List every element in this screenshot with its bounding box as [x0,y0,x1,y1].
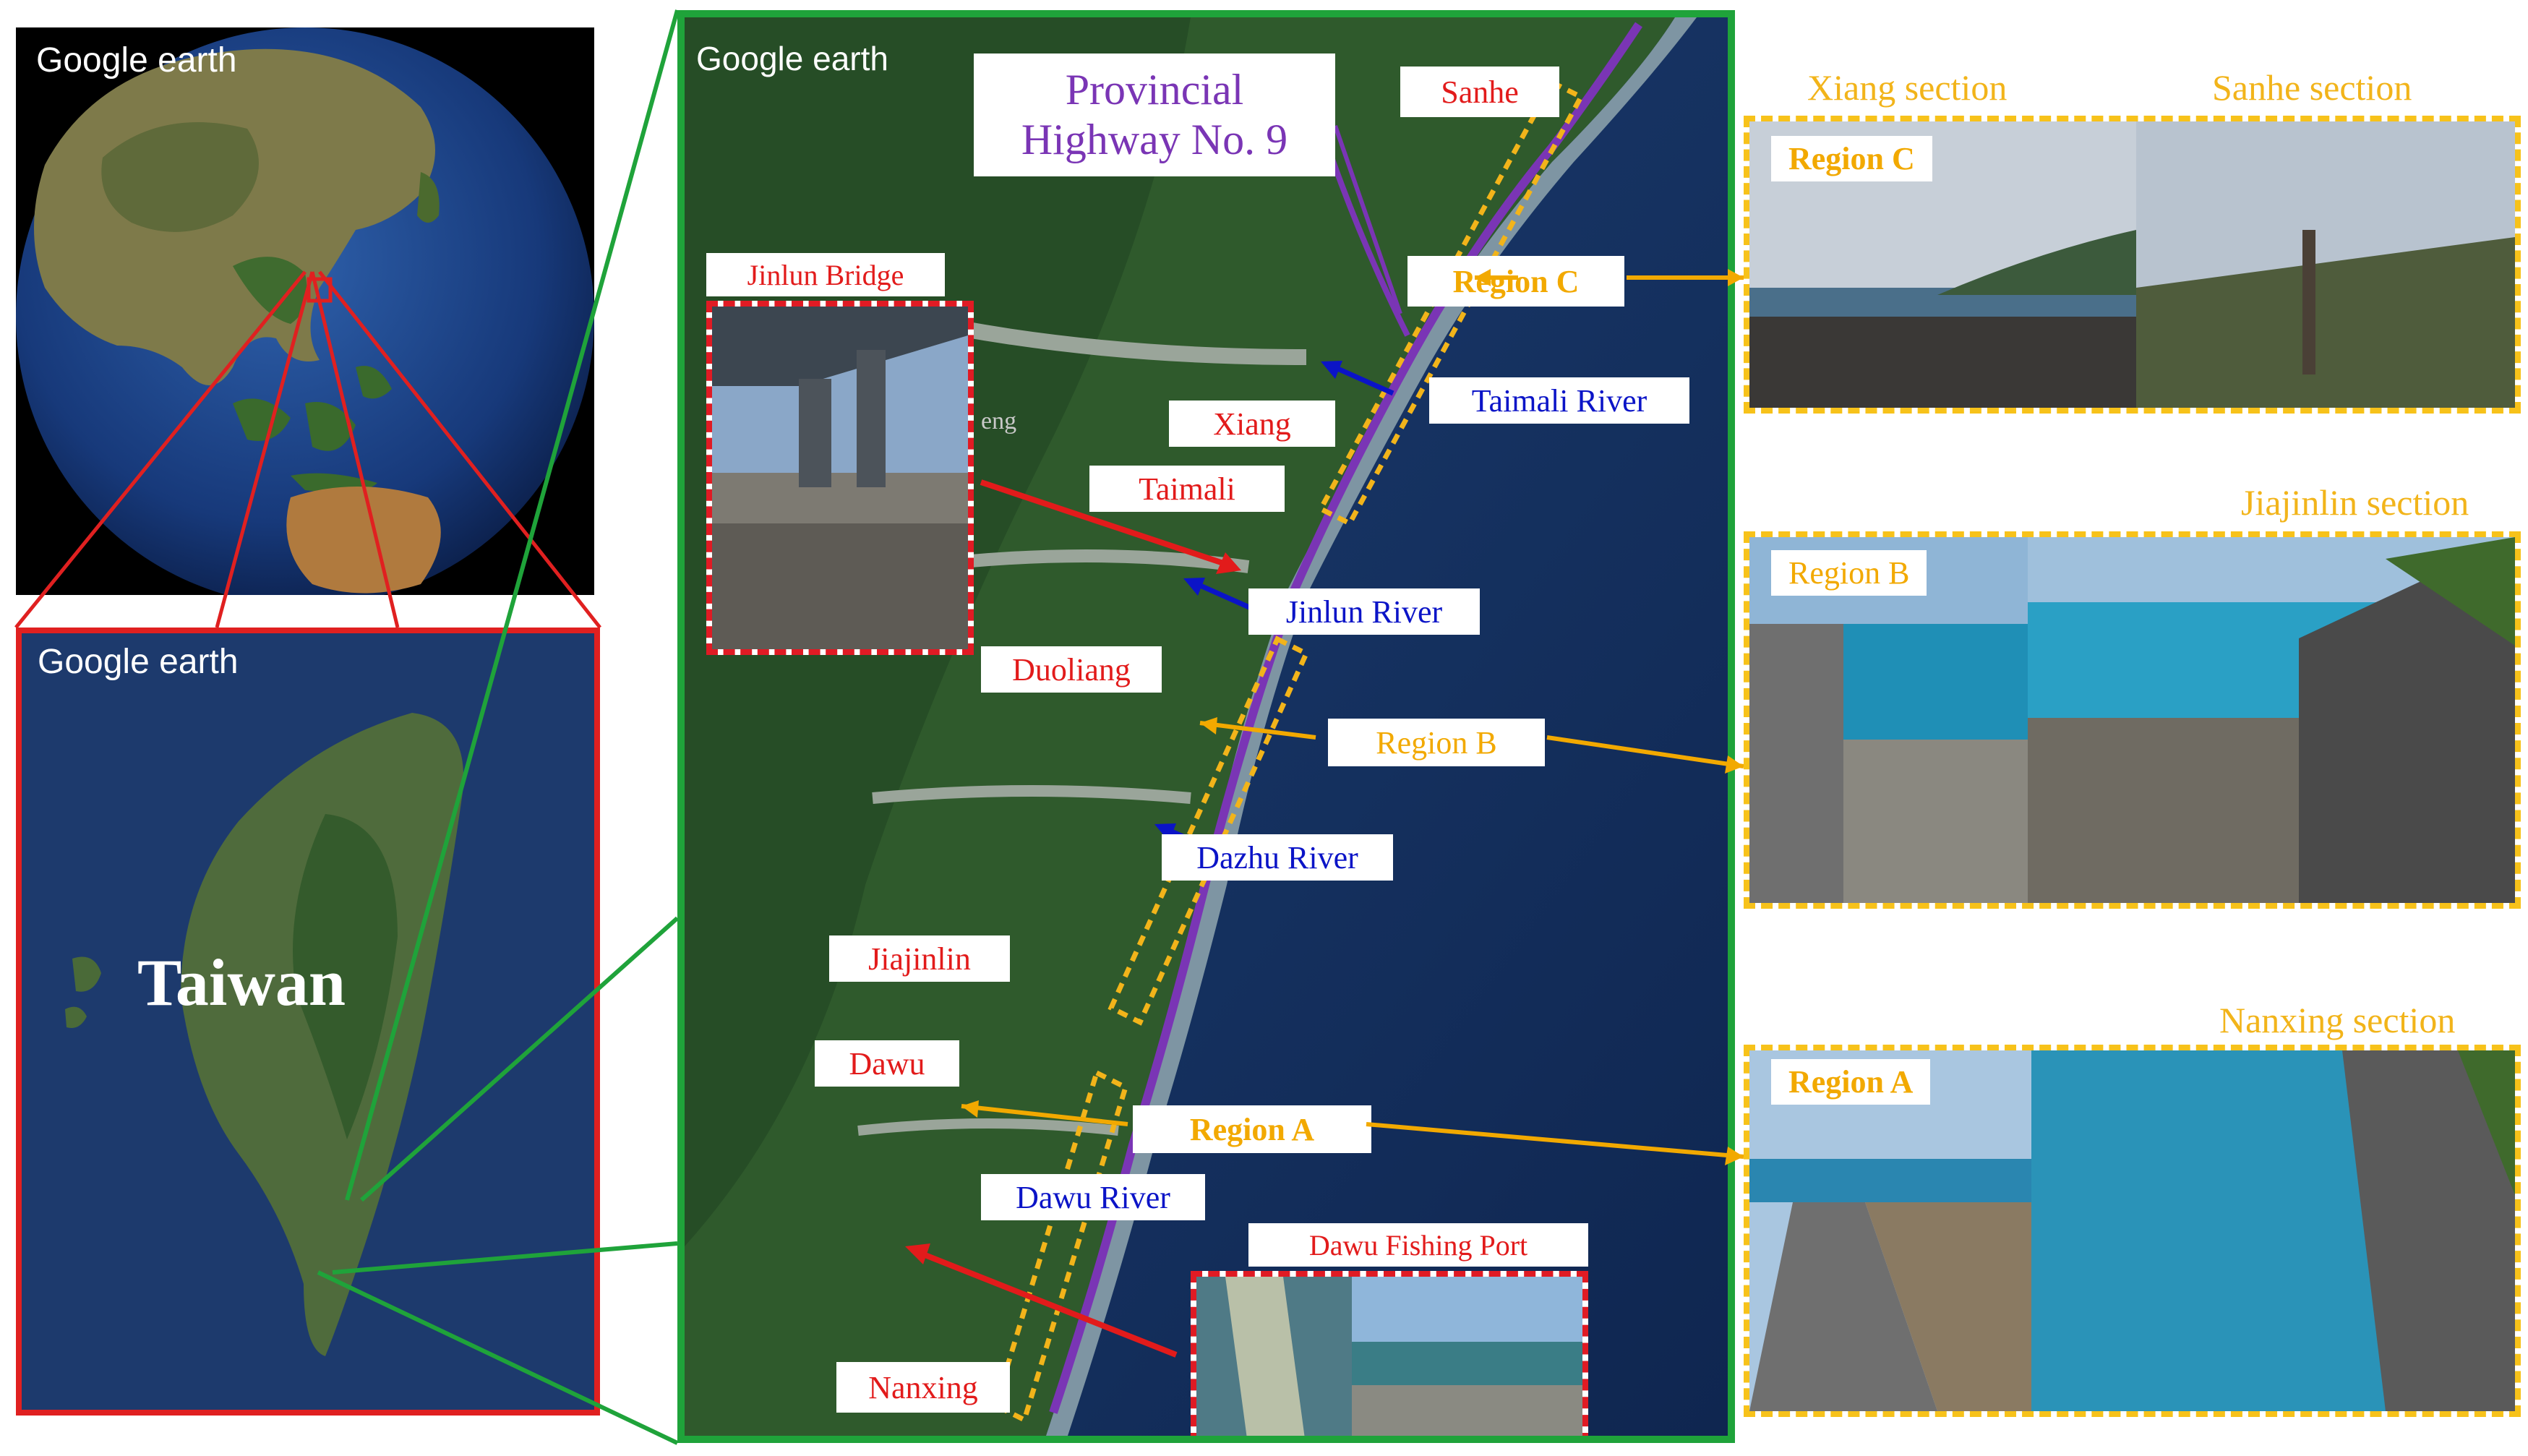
main-map: Google earth eng Provincial Highway No. … [677,10,1735,1443]
section-title-jiajinlin: Jiajinlin section [2241,482,2469,523]
inset-title-jinlun-bridge: Jinlun Bridge [706,253,945,296]
place-label-sanhe: Sanhe [1400,67,1559,117]
section-title-sanhe: Sanhe section [2212,67,2412,108]
region-a-photos [1749,1050,2515,1411]
place-label-xiang: Xiang [1169,401,1335,447]
region-c-photo-panel: Region C [1744,116,2521,414]
section-title-xiang: Xiang section [1807,67,2008,108]
place-label-dawu: Dawu [815,1040,959,1087]
river-label-dawu: Dawu River [981,1174,1205,1220]
taiwan-label: Taiwan [137,946,346,1019]
faint-map-text: eng [981,408,1017,434]
region-b-photo-panel: Region B [1744,531,2521,909]
river-label-taimali: Taimali River [1429,377,1689,424]
region-label-c: Region C [1407,256,1624,307]
place-label-nanxing: Nanxing [836,1362,1010,1413]
photo-region-tag-b: Region B [1771,550,1927,596]
highway-label-line2: Highway No. 9 [1021,116,1288,163]
region-a-photo-panel: Region A [1744,1045,2521,1417]
region-label-a: Region A [1133,1105,1371,1153]
main-map-brand-label: Google earth [696,40,888,77]
highway-label: Provincial Highway No. 9 [974,53,1335,176]
globe-panel: Google earth [16,27,594,606]
taiwan-map-image [22,633,594,1410]
globe-brand-label: Google earth [36,41,237,80]
dawu-port-photo [1191,1271,1588,1436]
inset-title-dawu-port: Dawu Fishing Port [1248,1223,1588,1267]
photo-region-tag-a: Region A [1771,1059,1931,1105]
section-title-nanxing: Nanxing section [2219,1000,2456,1040]
jinlun-bridge-photo [706,301,974,655]
highway-label-line1: Provincial [1065,66,1244,114]
region-label-b: Region B [1328,719,1545,766]
taiwan-panel: Google earth Taiwan [16,628,600,1416]
region-b-photos [1749,537,2515,903]
dawu-port-image [1196,1277,1582,1436]
place-label-taimali: Taimali [1089,466,1285,512]
globe-image [16,27,594,606]
place-label-jiajinlin: Jiajinlin [829,935,1010,982]
photo-region-tag-c: Region C [1771,136,1932,181]
place-label-duoliang: Duoliang [981,646,1162,693]
river-label-jinlun: Jinlun River [1248,588,1480,635]
taiwan-brand-label: Google earth [38,643,239,681]
river-label-dazhu: Dazhu River [1162,834,1393,881]
jinlun-bridge-image [712,307,968,649]
region-c-photos [1749,121,2515,408]
